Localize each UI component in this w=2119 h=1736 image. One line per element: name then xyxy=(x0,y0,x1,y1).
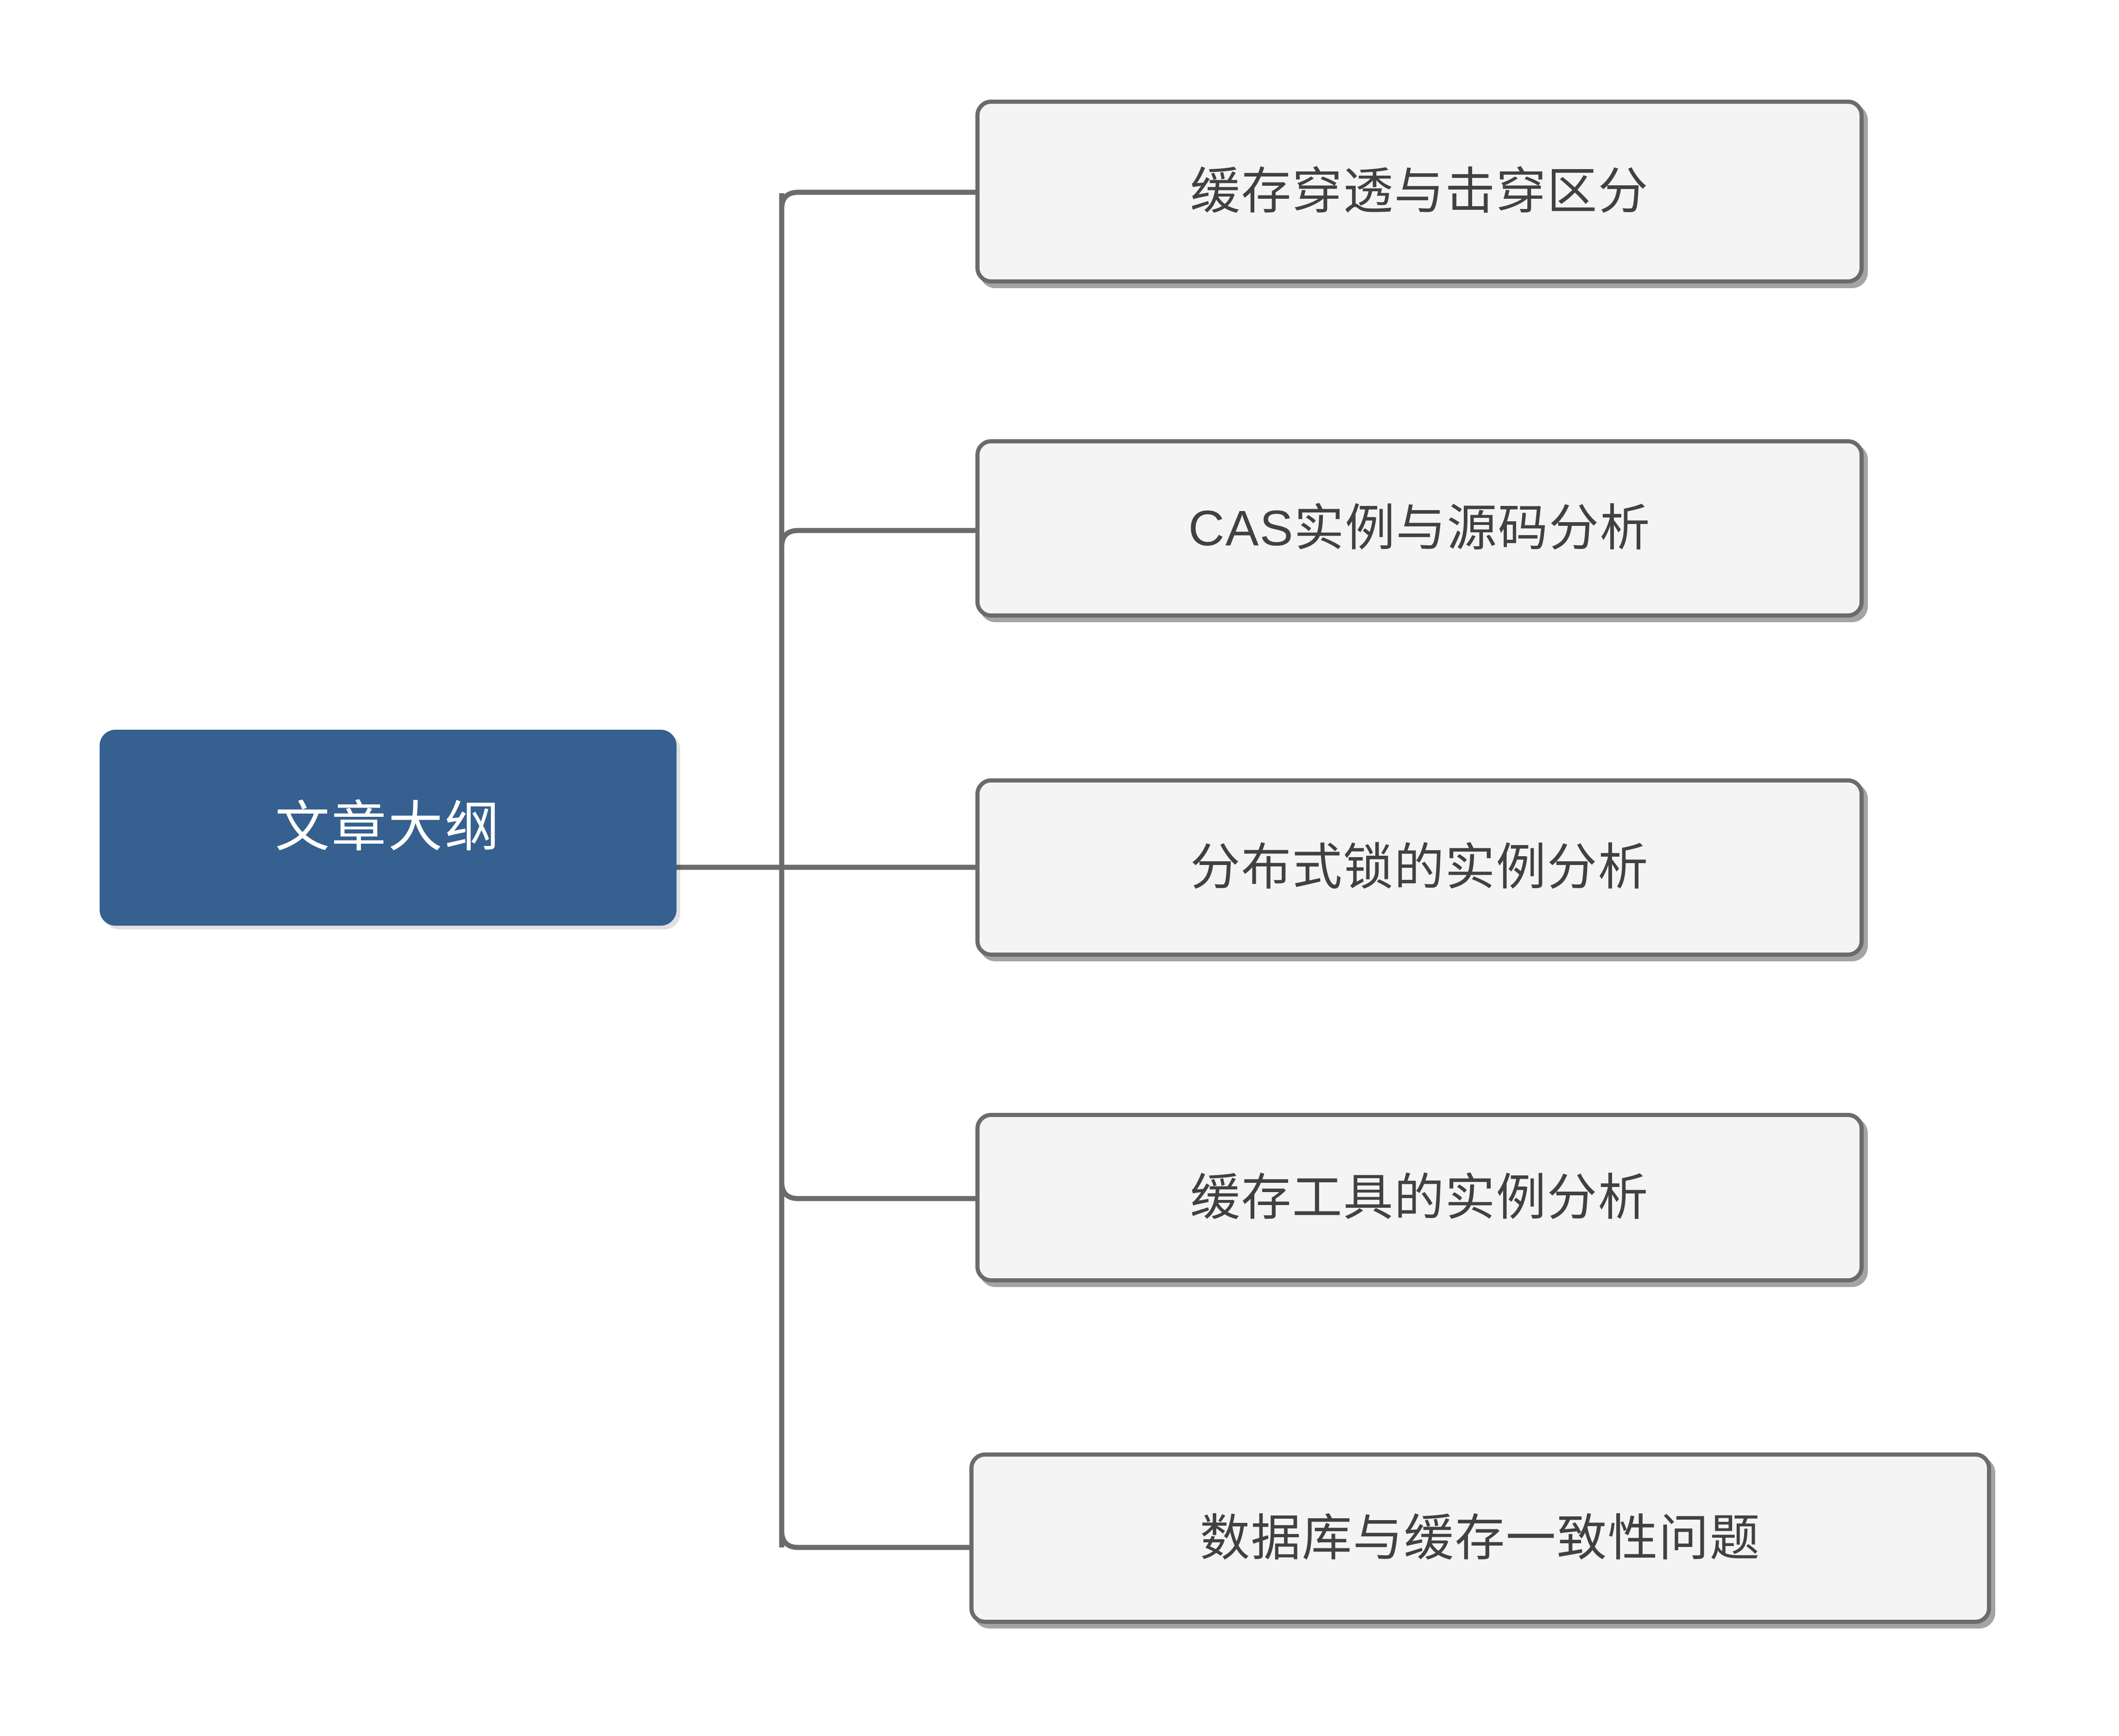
child-node-cache-tool-example-analysis[interactable]: 缓存工具的实例分析 xyxy=(975,1113,1864,1282)
child-node-label: 缓存工具的实例分析 xyxy=(1190,1169,1649,1225)
child-node-cache-penetration-vs-breakdown[interactable]: 缓存穿透与击穿区分 xyxy=(975,100,1864,284)
connector-branch-1 xyxy=(779,528,975,548)
child-node-label: 缓存穿透与击穿区分 xyxy=(1190,163,1649,220)
root-node[interactable]: 文章大纲 xyxy=(100,730,677,926)
child-node-distributed-lock-example-analysis[interactable]: 分布式锁的实例分析 xyxy=(975,778,1864,957)
child-node-db-cache-consistency-issue[interactable]: 数据库与缓存一致性问题 xyxy=(969,1452,1991,1624)
child-node-label: 数据库与缓存一致性问题 xyxy=(1200,1509,1761,1566)
child-node-label: 分布式锁的实例分析 xyxy=(1190,839,1649,896)
connector-branch-4 xyxy=(779,1530,969,1550)
connector-branch-0 xyxy=(779,189,975,209)
connector-branch-3 xyxy=(779,1181,975,1201)
root-node-label: 文章大纲 xyxy=(275,796,501,858)
child-node-label: CAS实例与源码分析 xyxy=(1188,500,1651,556)
child-node-cas-example-and-source-analysis[interactable]: CAS实例与源码分析 xyxy=(975,439,1864,618)
